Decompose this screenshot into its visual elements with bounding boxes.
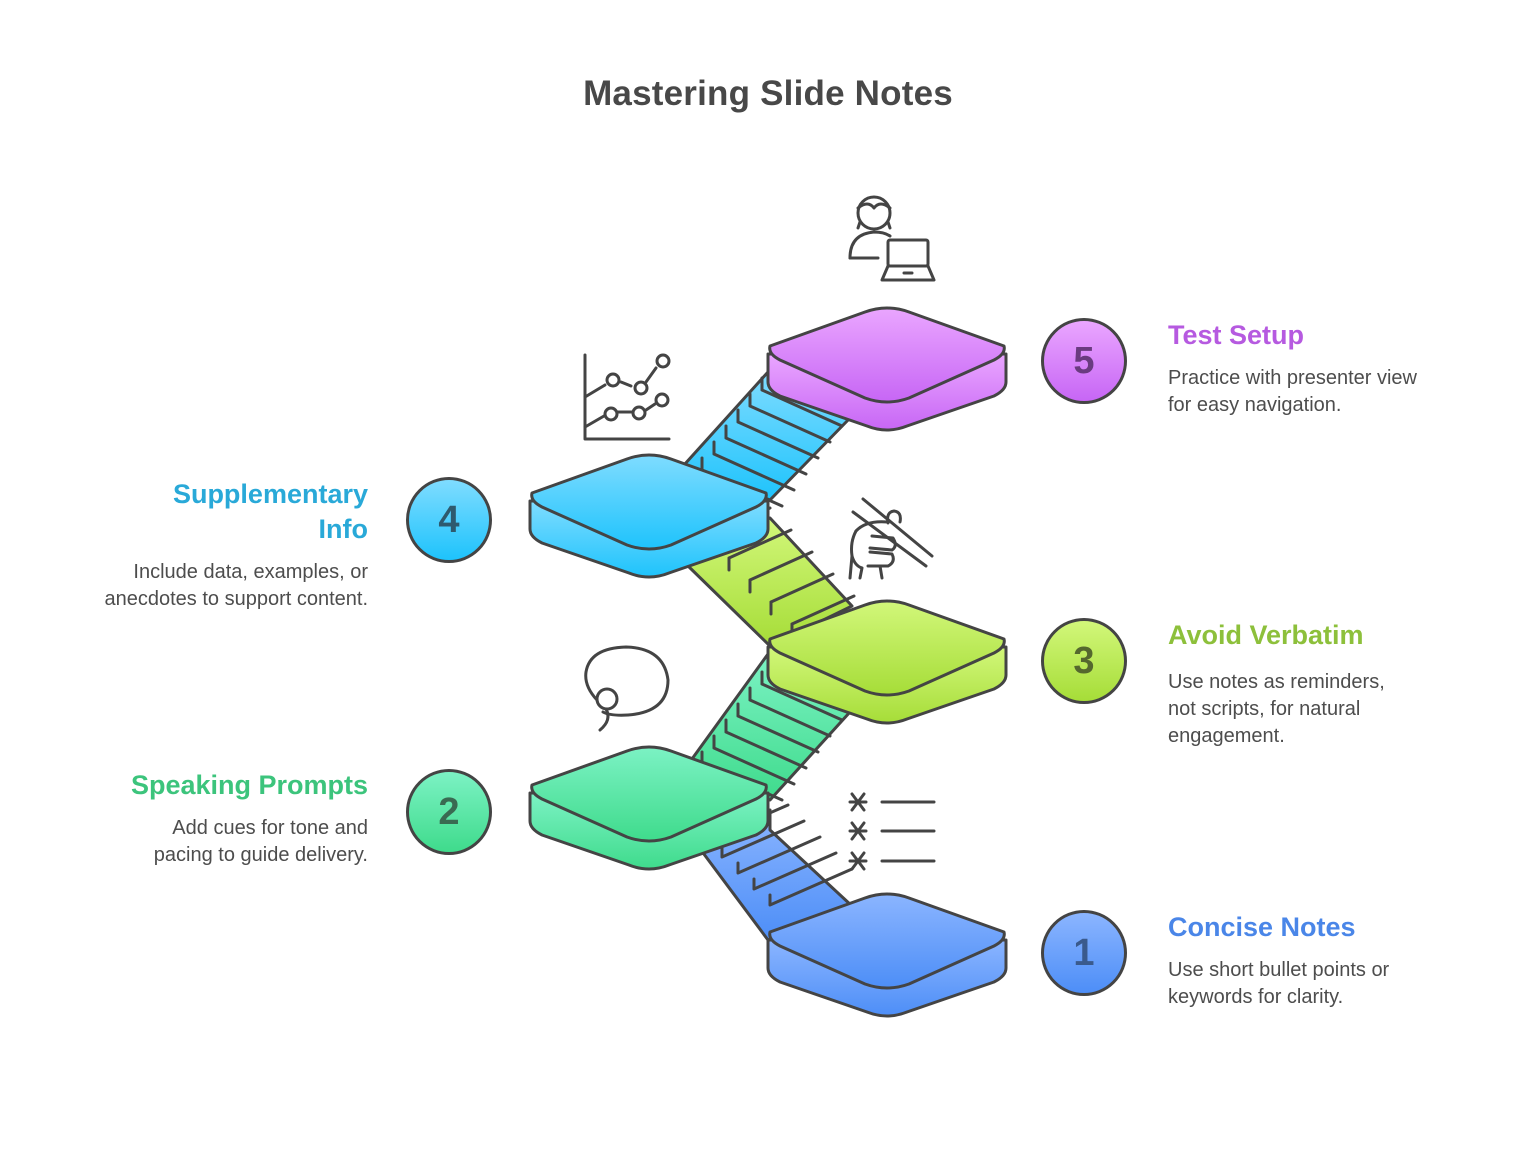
step-4-number-badge: 4 [406, 477, 492, 563]
step-5-text: Test Setup Practice with presenter view … [1168, 318, 1448, 419]
step-1-heading: Concise Notes [1168, 912, 1356, 942]
step-1-number-badge: 1 [1041, 910, 1127, 996]
step-5-number: 5 [1073, 339, 1095, 382]
speech-bubble-icon [584, 645, 670, 732]
hand-holding-pen-icon [848, 497, 934, 580]
step-4-number: 4 [438, 498, 460, 541]
step-2-description: Add cues for tone and pacing to guide de… [153, 817, 368, 866]
step-5-heading: Test Setup [1168, 320, 1305, 350]
step-4-text: Supplementary Info Include data, example… [88, 477, 368, 613]
step-1-text: Concise Notes Use short bullet points or… [1168, 910, 1448, 1011]
step-2-text: Speaking Prompts Add cues for tone and p… [88, 768, 368, 869]
step-1-number: 1 [1073, 931, 1095, 974]
line-chart-icon [583, 353, 671, 441]
person-with-laptop-icon [848, 195, 936, 282]
platform-1 [766, 892, 1008, 1018]
step-3-heading: Avoid Verbatim [1168, 620, 1364, 650]
step-2-heading: Speaking Prompts [130, 770, 368, 800]
platform-2 [528, 745, 770, 871]
platform-3 [766, 599, 1008, 725]
step-5-number-badge: 5 [1041, 318, 1127, 404]
bullet-list-icon [848, 792, 936, 871]
step-2-number: 2 [438, 790, 460, 833]
step-1-description: Use short bullet points or keywords for … [1168, 959, 1390, 1008]
platform-5 [766, 306, 1008, 432]
step-3-text: Avoid Verbatim Use notes as reminders, n… [1168, 618, 1448, 750]
step-3-number-badge: 3 [1041, 618, 1127, 704]
step-4-description: Include data, examples, or anecdotes to … [104, 561, 368, 610]
diagram-title: Mastering Slide Notes [583, 74, 953, 113]
step-5-description: Practice with presenter view for easy na… [1168, 367, 1417, 416]
platform-4 [528, 453, 770, 579]
step-4-heading: Supplementary Info [172, 479, 368, 544]
step-2-number-badge: 2 [406, 769, 492, 855]
step-3-number: 3 [1073, 639, 1095, 682]
step-3-description: Use notes as reminders, not scripts, for… [1168, 671, 1385, 747]
